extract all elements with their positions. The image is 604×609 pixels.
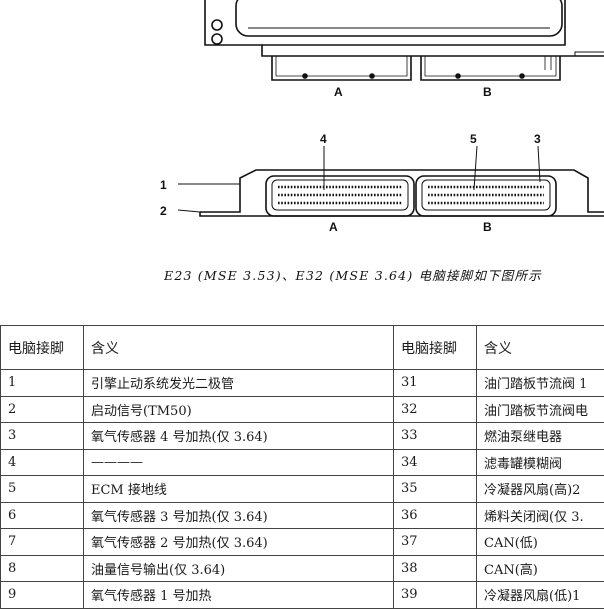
pin-cell: 32 <box>394 396 477 423</box>
table-row: 1 引擎止动系统发光二极管 31 油门踏板节流阀 1 <box>1 370 604 397</box>
table-row: 8 油量信号输出(仅 3.64) 38 CAN(高) <box>1 555 604 582</box>
table-row: 3 氧气传感器 4 号加热(仅 3.64) 33 燃油泵继电器 <box>1 423 604 450</box>
callout-2: 2 <box>160 204 167 218</box>
pin-cell: 39 <box>394 582 477 609</box>
table-row: 6 氧气传感器 3 号加热(仅 3.64) 36 烯料关闭阀(仅 3. <box>1 502 604 529</box>
callout-4: 4 <box>320 132 327 146</box>
pin-cell: 2 <box>1 396 84 423</box>
meaning-cell: 氧气传感器 1 号加热 <box>84 582 394 609</box>
table-row: 7 氧气传感器 2 号加热(仅 3.64) 37 CAN(低) <box>1 529 604 556</box>
meaning-cell: 冷凝器风扇(高)2 <box>477 476 604 503</box>
top-connector-a-label: A <box>334 85 343 99</box>
meaning-cell: CAN(低) <box>477 529 604 556</box>
table-row: 5 ECM 接地线 35 冷凝器风扇(高)2 <box>1 476 604 503</box>
pin-cell: 38 <box>394 555 477 582</box>
meaning-cell: ECM 接地线 <box>84 476 394 503</box>
pin-cell: 3 <box>1 423 84 450</box>
meaning-cell: 燃油泵继电器 <box>477 423 604 450</box>
pin-cell: 6 <box>1 502 84 529</box>
pin-cell: 4 <box>1 449 84 476</box>
ecm-connector-diagram: A B 1 2 3 4 5 A B <box>0 0 604 258</box>
ecm-pin-table: 电脑接脚 含义 电脑接脚 含义 1 引擎止动系统发光二极管 31 油门踏板节流阀… <box>0 325 604 609</box>
pin-cell: 7 <box>1 529 84 556</box>
pin-cell: 5 <box>1 476 84 503</box>
meaning-cell: 滤毒罐模糊阀 <box>477 449 604 476</box>
header-meaning: 含义 <box>84 326 394 370</box>
pin-cell: 36 <box>394 502 477 529</box>
header-pin-2: 电脑接脚 <box>394 326 477 370</box>
pin-cell: 31 <box>394 370 477 397</box>
table-row: 2 启动信号(TM50) 32 油门踏板节流阀电 <box>1 396 604 423</box>
top-connector-b-label: B <box>483 85 492 99</box>
ecm-top-view <box>205 0 604 80</box>
pin-cell: 33 <box>394 423 477 450</box>
table-row: 9 氧气传感器 1 号加热 39 冷凝器风扇(低)1 <box>1 582 604 609</box>
meaning-cell: 冷凝器风扇(低)1 <box>477 582 604 609</box>
side-connector-a-label: A <box>329 220 338 234</box>
meaning-cell: 启动信号(TM50) <box>84 396 394 423</box>
meaning-cell: 氧气传感器 4 号加热(仅 3.64) <box>84 423 394 450</box>
side-connector-b-label: B <box>483 220 492 234</box>
meaning-cell: 氧气传感器 2 号加热(仅 3.64) <box>84 529 394 556</box>
connector-a-pins <box>278 187 402 203</box>
pin-cell: 35 <box>394 476 477 503</box>
pin-cell: 1 <box>1 370 84 397</box>
meaning-cell: 引擎止动系统发光二极管 <box>84 370 394 397</box>
callout-1: 1 <box>160 178 167 192</box>
callout-3: 3 <box>534 132 541 146</box>
handwritten-caption: E23 (MSE 3.53)、E32 (MSE 3.64) 电脑接脚如下图所示 <box>164 265 604 285</box>
ecm-side-view <box>200 170 604 216</box>
meaning-cell: 烯料关闭阀(仅 3. <box>477 502 604 529</box>
header-pin: 电脑接脚 <box>1 326 84 370</box>
pin-cell: 37 <box>394 529 477 556</box>
pin-cell: 8 <box>1 555 84 582</box>
connector-b-pins <box>428 187 544 203</box>
table-header-row: 电脑接脚 含义 电脑接脚 含义 <box>1 326 604 370</box>
callout-5: 5 <box>470 132 477 146</box>
table-row: 4 ———— 34 滤毒罐模糊阀 <box>1 449 604 476</box>
pin-cell: 9 <box>1 582 84 609</box>
meaning-cell: 氧气传感器 3 号加热(仅 3.64) <box>84 502 394 529</box>
header-meaning-2: 含义 <box>477 326 604 370</box>
meaning-cell: ———— <box>84 449 394 476</box>
meaning-cell: 油门踏板节流阀电 <box>477 396 604 423</box>
meaning-cell: 油门踏板节流阀 1 <box>477 370 604 397</box>
meaning-cell: 油量信号输出(仅 3.64) <box>84 555 394 582</box>
meaning-cell: CAN(高) <box>477 555 604 582</box>
pin-cell: 34 <box>394 449 477 476</box>
